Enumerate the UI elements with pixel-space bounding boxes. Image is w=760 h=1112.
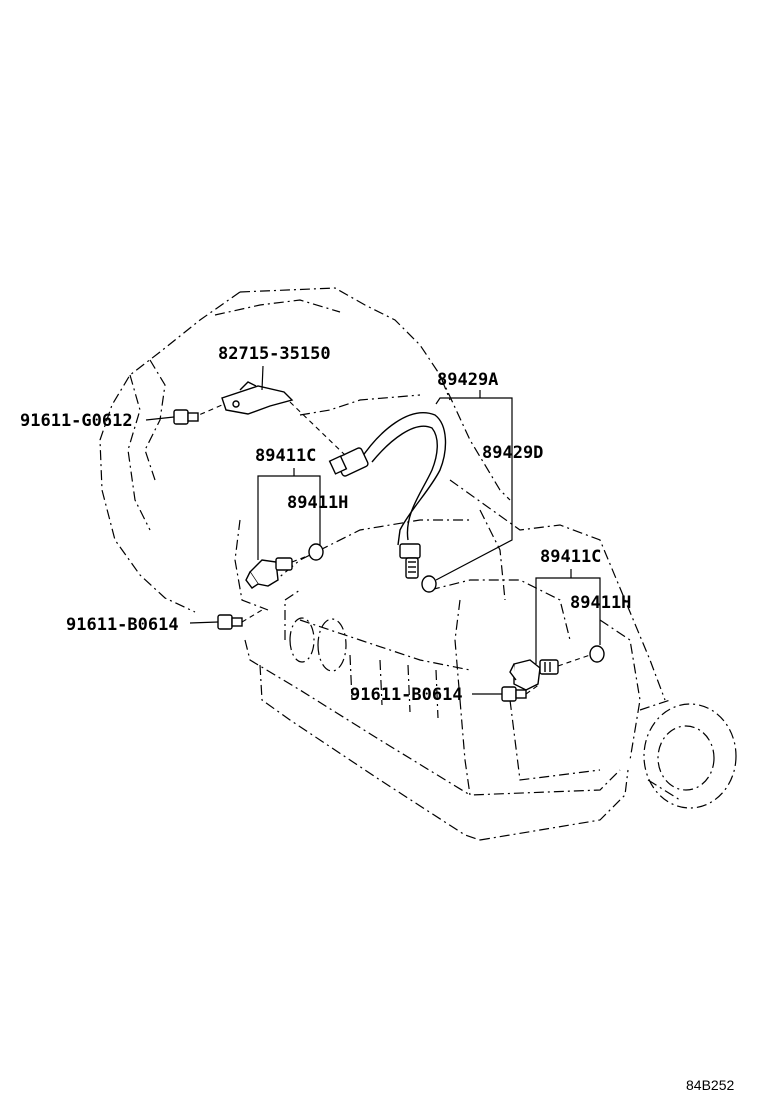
bolt-left-bottom-axis: [241, 609, 263, 623]
harness-o-ring: [421, 575, 437, 593]
wire-harness-89429a: [328, 412, 447, 593]
bolt-right-axis: [525, 683, 541, 695]
label-89411c-right: 89411C: [540, 547, 601, 567]
label-91611-g0612: 91611-G0612: [20, 411, 133, 431]
sensor-left-axis: [291, 554, 311, 563]
harness-connector: [328, 447, 369, 477]
bracket-to-connector-line: [289, 401, 346, 456]
label-91611-b0614-right: 91611-B0614: [350, 685, 463, 705]
bolt-left-bottom-91611-b0614: [217, 614, 243, 630]
speed-sensor-left-89411c: [245, 557, 293, 589]
label-89429d: 89429D: [482, 443, 543, 463]
o-ring-left-89411h: [308, 543, 324, 561]
speed-sensor-89429d: [399, 543, 421, 579]
bracket-82715-35150: [221, 381, 294, 415]
label-89411h-right: 89411H: [570, 593, 631, 613]
sensor-right-axis: [557, 654, 591, 667]
label-82715-35150: 82715-35150: [218, 344, 331, 364]
label-89411h-left: 89411H: [287, 493, 348, 513]
speed-sensor-right-89411c: [509, 659, 559, 691]
leader-lines: [145, 365, 601, 695]
bolt-left-top-axis: [191, 404, 223, 419]
bolt-91611-g0612: [173, 409, 199, 425]
label-91611-b0614-left: 91611-B0614: [66, 615, 179, 635]
label-89411c-left: 89411C: [255, 446, 316, 466]
bolt-right-91611-b0614: [501, 686, 527, 702]
transmission-housing-outline: [99, 287, 737, 841]
label-89429a: 89429A: [437, 370, 498, 390]
illustration-code: 84B252: [686, 1077, 734, 1093]
o-ring-right-89411h: [589, 645, 605, 663]
